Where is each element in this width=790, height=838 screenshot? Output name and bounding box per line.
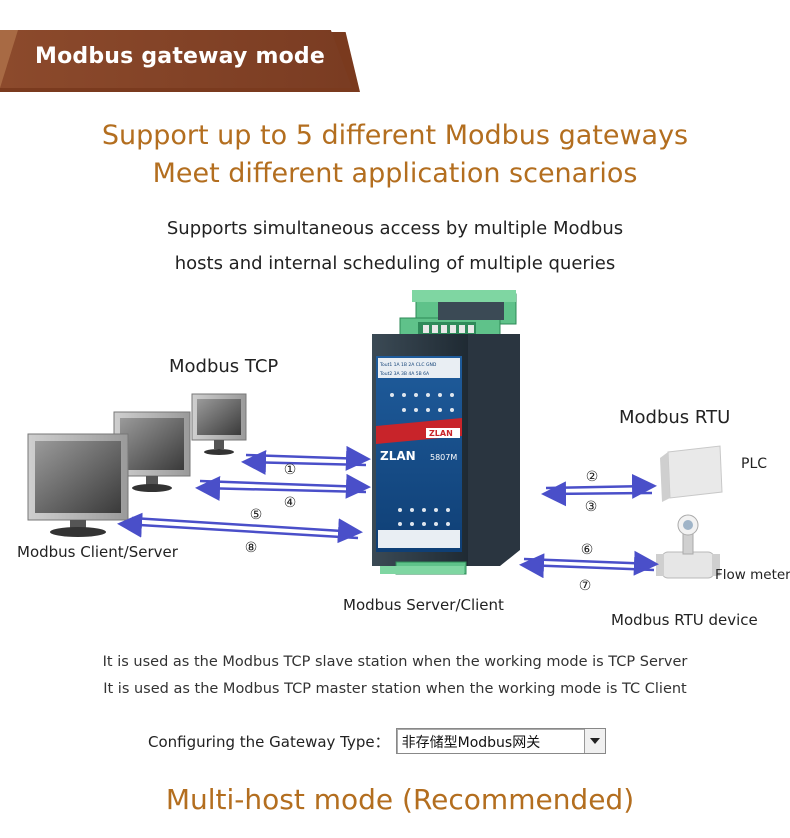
gateway-type-select[interactable]: 非存储型Modbus网关 (395, 728, 606, 754)
client-server-label: Modbus Client/Server (17, 543, 178, 561)
flow-meter-icon (656, 514, 720, 579)
headline-line-1: Support up to 5 different Modbus gateway… (101, 120, 689, 151)
svg-text:ZLAN: ZLAN (429, 429, 453, 438)
svg-text:Tout1 1A 1B 2A CLC GND: Tout1 1A 1B 2A CLC GND (379, 362, 437, 368)
banner-background (0, 30, 352, 88)
marker-6: ⑥ (581, 542, 594, 558)
monitor-icon (27, 433, 129, 537)
subtitle-line-2: hosts and internal scheduling of multipl… (174, 253, 616, 274)
device-brand: ZLAN (380, 449, 416, 463)
chevron-down-icon[interactable] (583, 729, 605, 753)
note-line-1: It is used as the Modbus TCP slave stati… (102, 654, 688, 670)
subtitle-line-1: Supports simultaneous access by multiple… (166, 218, 624, 239)
svg-text:Tout2 3A 3B 4A 5B 6A: Tout2 3A 3B 4A 5B 6A (379, 371, 430, 377)
gateway-type-value: 非存储型Modbus网关 (401, 735, 541, 751)
marker-2: ② (586, 469, 599, 485)
banner-title: Modbus gateway mode (35, 44, 325, 69)
section-banner: Modbus gateway mode (0, 30, 360, 92)
gateway-device: Tout1 1A 1B 2A CLC GND Tout2 3A 3B 4A 5B… (372, 290, 520, 575)
device-model: 5807M (430, 453, 457, 462)
plc-label: PLC (741, 456, 768, 472)
gateway-type-label: Configuring the Gateway Type： (148, 732, 390, 751)
gateway-type-config: Configuring the Gateway Type： 非存储型Modbus… (148, 727, 606, 755)
flow-meter-label: Flow meter (715, 567, 790, 583)
marker-7: ⑦ (579, 578, 592, 594)
tcp-arrows (117, 445, 371, 544)
server-client-label: Modbus Server/Client (343, 596, 504, 614)
rtu-arrows (519, 473, 659, 579)
plc-icon (660, 445, 723, 502)
modbus-rtu-label: Modbus RTU (619, 407, 731, 428)
footer-title: Multi-host mode (Recommended) (165, 783, 635, 816)
note-line-2: It is used as the Modbus TCP master stat… (103, 681, 687, 697)
modbus-tcp-label: Modbus TCP (169, 356, 279, 377)
marker-8: ⑧ (245, 540, 258, 556)
monitor-icon (191, 393, 247, 455)
marker-5: ⑤ (250, 507, 263, 523)
marker-3: ③ (585, 499, 598, 515)
rtu-device-label: Modbus RTU device (611, 611, 758, 629)
marker-1: ① (284, 462, 297, 478)
headline-line-2: Meet different application scenarios (152, 158, 638, 189)
marker-4: ④ (284, 495, 297, 511)
